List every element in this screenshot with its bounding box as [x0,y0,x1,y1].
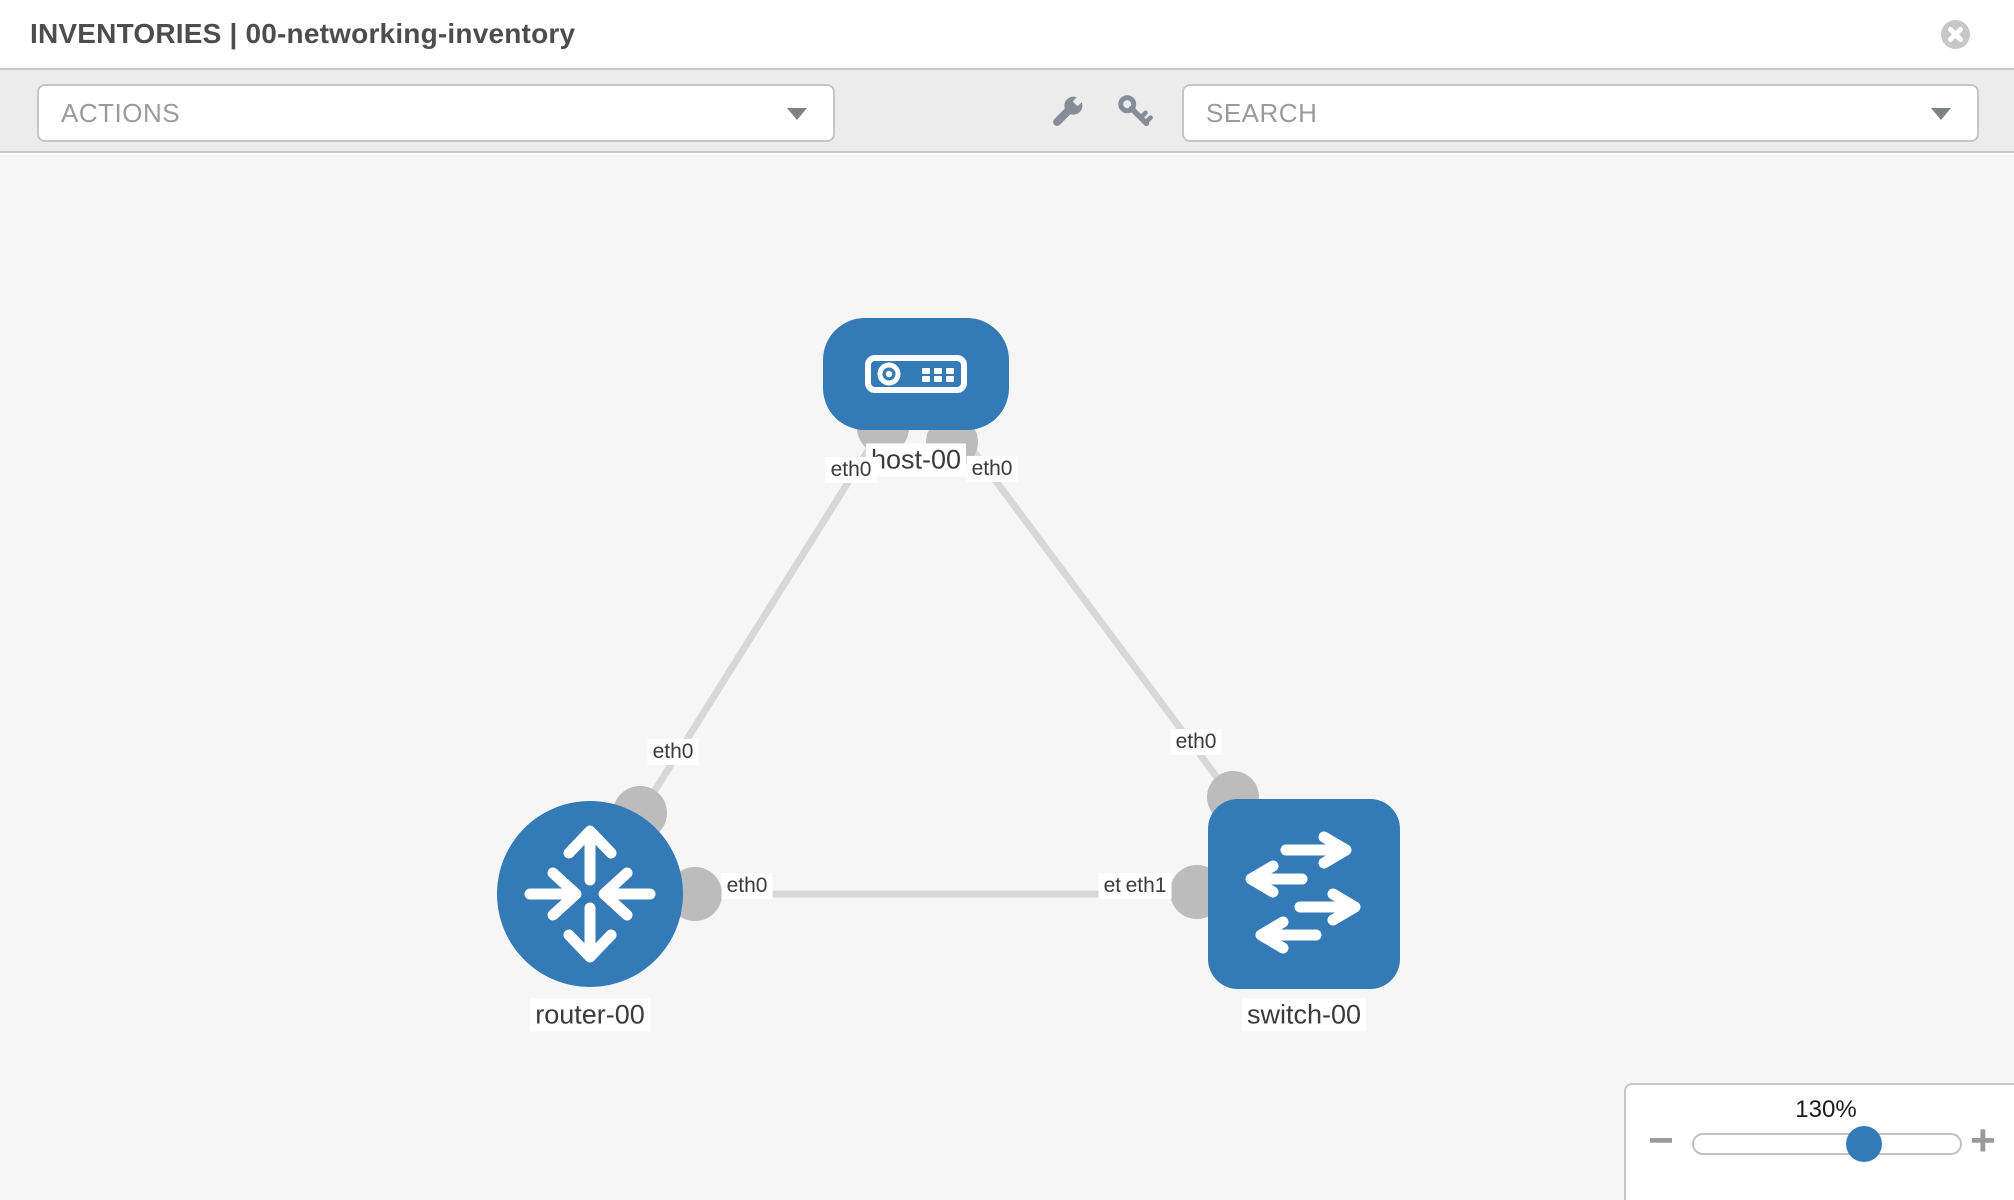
chevron-down-icon [1931,108,1951,120]
key-icon [1118,94,1153,126]
chevron-down-icon [787,108,807,120]
interface-label: eth0 [647,738,699,766]
interface-label: eth0 [825,456,877,484]
close-button[interactable] [1941,20,1970,49]
topology-toolbar: ACTIONS SEARCH [0,70,2014,153]
actions-dropdown[interactable]: ACTIONS [37,84,835,142]
node-label-router-00: router-00 [530,998,650,1032]
search-placeholder: SEARCH [1206,97,1318,128]
node-label-switch-00: switch-00 [1241,998,1367,1032]
topology-svg [497,318,1400,989]
page-title: INVENTORIES | 00-networking-inventory [30,18,576,49]
interface-label: eth1 [1120,872,1172,900]
inventory-header: INVENTORIES | 00-networking-inventory [0,0,2014,70]
node-router-00[interactable] [497,801,683,987]
zoom-slider-thumb[interactable] [1846,1126,1883,1162]
wrench-icon [1053,93,1086,126]
interface-label: eth0 [1170,728,1222,756]
search-dropdown[interactable]: SEARCH [1182,84,1979,142]
interface-label: eth0 [966,455,1018,483]
actions-dropdown-label: ACTIONS [61,97,181,128]
zoom-out-button[interactable]: − [1648,1116,1674,1165]
zoom-in-button[interactable]: + [1970,1116,1996,1165]
zoom-slider-track[interactable] [1692,1126,1962,1162]
node-label-host-00: host-00 [865,443,967,477]
node-host-00[interactable] [823,318,1009,430]
topology-canvas[interactable]: host-00 router-00 switch-00 eth0 eth0 eth0 eth… [0,155,2014,1200]
node-switch-00[interactable] [1208,799,1400,989]
close-icon [1948,27,1963,42]
zoom-percent-label: 130% [1795,1096,1857,1123]
zoom-control-panel: 130% − + [1624,1083,2014,1200]
credentials-tool-button[interactable] [1113,70,1157,153]
interface-label: eth0 [721,872,773,900]
configure-tool-button[interactable] [1045,70,1089,153]
